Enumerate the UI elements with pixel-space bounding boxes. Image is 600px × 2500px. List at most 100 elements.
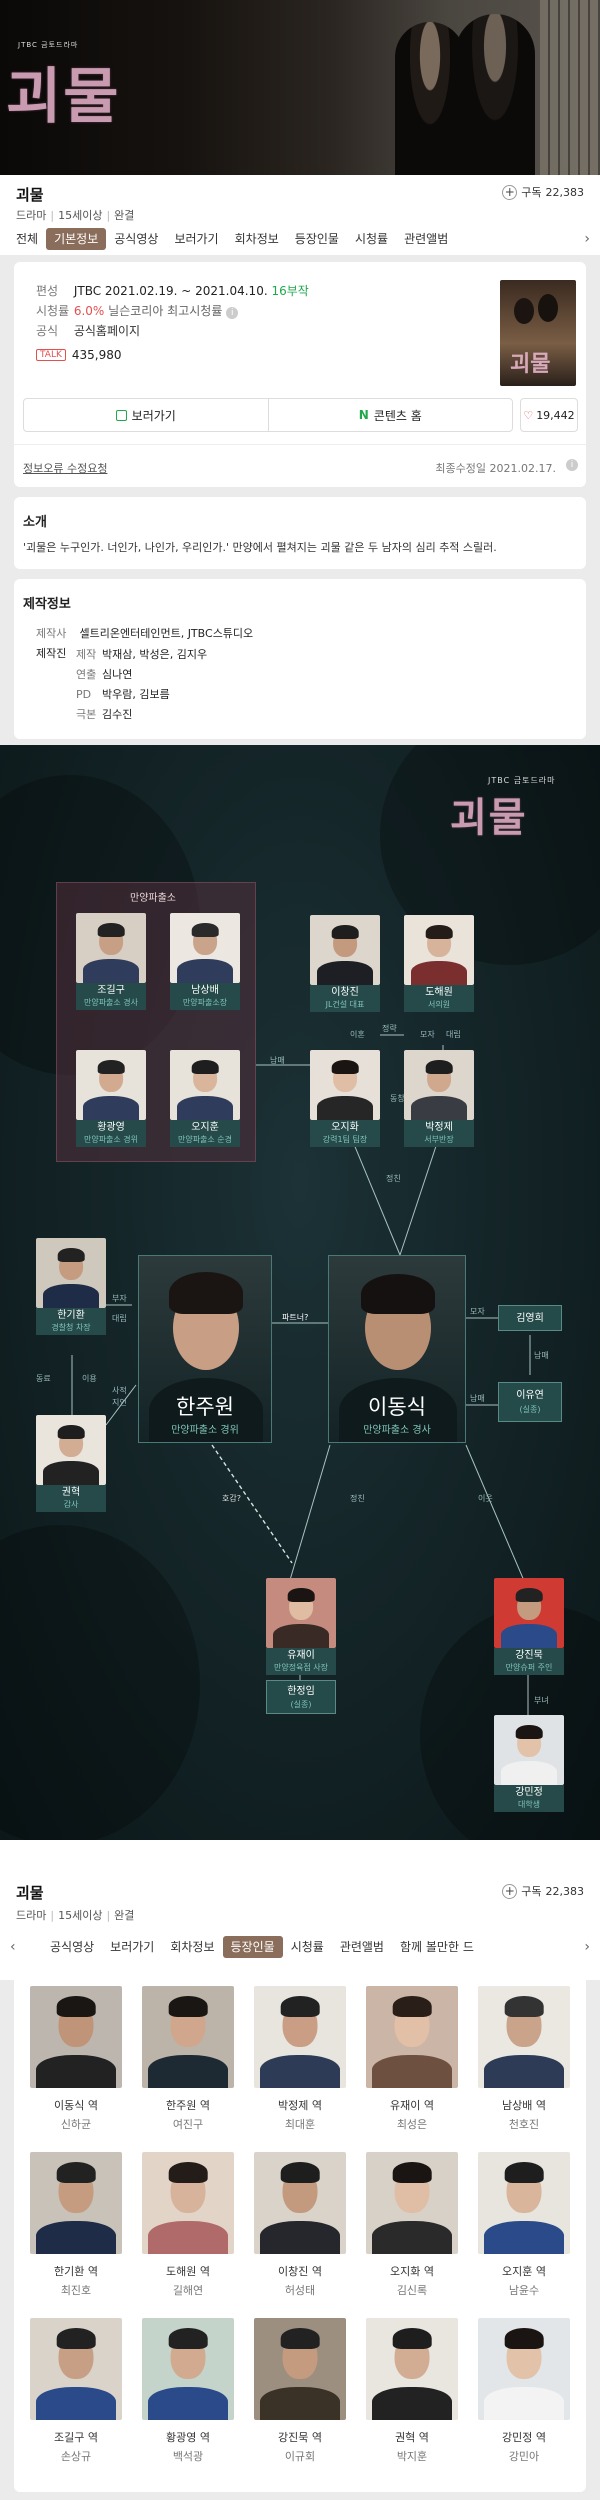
- broadcast-row: 편성 JTBC 2021.02.19. ~ 2021.04.10. 16부작: [36, 282, 309, 299]
- tab-basic-info[interactable]: 기본정보: [46, 228, 107, 250]
- lead-card-dongsik[interactable]: 이동식 만양파출소 경사: [328, 1255, 466, 1443]
- synopsis-heading: 소개: [23, 515, 47, 530]
- official-homepage-link[interactable]: 공식홈페이지: [73, 324, 141, 338]
- heart-icon: ♡: [523, 408, 534, 422]
- talk-count: 435,980: [71, 348, 122, 362]
- relation-label: 이웃: [478, 1494, 493, 1503]
- subscribe-button[interactable]: + 구독 22,383: [502, 1883, 584, 1899]
- tab-ratings[interactable]: 시청률: [290, 1940, 324, 1954]
- meta-category: 드라마: [16, 209, 47, 222]
- info-icon[interactable]: i: [226, 307, 239, 319]
- character-relationship-chart: JTBC 금토드라마 괴물 만양파출소 조길구 만양파출소 경: [0, 745, 600, 1840]
- actor-photo-right: [455, 14, 535, 175]
- tab-all[interactable]: 전체: [16, 232, 39, 246]
- character-card[interactable]: 강민정 대학생: [494, 1715, 564, 1812]
- character-card[interactable]: 박정제 서부반장: [404, 1050, 474, 1147]
- company-label: 제작사: [36, 627, 67, 640]
- character-card[interactable]: 조길구 만양파출소 경사: [76, 913, 146, 1010]
- relation-label: 대립: [112, 1314, 127, 1323]
- content-home-button[interactable]: N 콘텐츠 홈: [269, 399, 513, 431]
- correction-request-link[interactable]: 정보오류 수정요청: [23, 462, 108, 475]
- tab-official-video[interactable]: 공식영상: [114, 232, 159, 246]
- drama-header-2: 괴물 드라마|15세이상|완결 + 구독 22,383 ‹ 공식영상 보러가기 …: [0, 1840, 600, 1980]
- company-value: 셀트리온엔터테인먼트, JTBC스튜디오: [79, 627, 254, 640]
- relation-label: 정친: [350, 1494, 365, 1503]
- subscribe-label: 구독: [521, 186, 542, 199]
- lead-card-juwon[interactable]: 한주원 만양파출소 경위: [138, 1255, 272, 1443]
- watch-button[interactable]: 보러가기: [24, 399, 269, 431]
- character-tag[interactable]: 이유연 (실종): [498, 1382, 562, 1422]
- character-card[interactable]: 강진묵 만양슈퍼 주인: [494, 1578, 564, 1675]
- info-icon[interactable]: i: [566, 459, 578, 471]
- relation-label: 정략: [382, 1024, 397, 1033]
- tab-bar: ‹ 공식영상 보러가기 회차정보 등장인물 시청률 관련앨범 함께 볼만한 드 …: [0, 1933, 600, 1961]
- plus-icon: +: [502, 184, 518, 200]
- tab-characters[interactable]: 등장인물: [222, 1936, 283, 1958]
- actor-photo-left: [395, 22, 465, 175]
- character-card[interactable]: 남상배 만양파출소장: [170, 913, 240, 1010]
- relation-label: 남매: [270, 1056, 285, 1065]
- character-card[interactable]: 권혁 감사: [36, 1415, 106, 1512]
- official-row: 공식 공식홈페이지: [36, 322, 140, 339]
- tab-official-video[interactable]: 공식영상: [50, 1940, 95, 1954]
- tab-watch[interactable]: 보러가기: [174, 232, 219, 246]
- talk-row[interactable]: TALK 435,980: [36, 348, 122, 362]
- character-card[interactable]: 황광영 만양파출소 경위: [76, 1050, 146, 1147]
- character-tag[interactable]: 한정임 (실종): [266, 1680, 336, 1714]
- relation-label: 정친: [386, 1174, 401, 1183]
- character-card[interactable]: 오지훈 만양파출소 순경: [170, 1050, 240, 1147]
- tab-episodes[interactable]: 회차정보: [234, 232, 279, 246]
- character-tag[interactable]: 김영희: [498, 1305, 562, 1331]
- relation-label: 모자: [470, 1307, 485, 1316]
- chevron-left-icon[interactable]: ‹: [10, 1939, 16, 1955]
- chevron-right-icon[interactable]: ›: [584, 231, 590, 247]
- tab-recommended[interactable]: 함께 볼만한 드: [399, 1940, 474, 1954]
- rating-row: 시청률 6.0% 닐슨코리아 최고시청률 i: [36, 302, 239, 319]
- company-row: 제작사 셀트리온엔터테인먼트, JTBC스튜디오: [36, 625, 253, 641]
- tab-episodes[interactable]: 회차정보: [170, 1940, 215, 1954]
- character-card[interactable]: 이창진 JL건설 대표: [310, 915, 380, 1012]
- watch-button-label: 보러가기: [131, 408, 176, 423]
- relation-label: 부자: [112, 1294, 127, 1303]
- chart-channel-logo: JTBC 금토드라마: [488, 776, 556, 785]
- relation-label: 동료: [36, 1374, 51, 1383]
- character-card[interactable]: 한기환 경찰청 차장: [36, 1238, 106, 1335]
- chart-drama-logo: 괴물: [450, 795, 528, 841]
- relation-label: 지인: [112, 1398, 127, 1407]
- relation-label: 남매: [470, 1394, 485, 1403]
- line-juwon-yujaei: [211, 1444, 293, 1564]
- tab-bar: 전체 기본정보 공식영상 보러가기 회차정보 등장인물 시청률 관련앨범 ›: [0, 225, 600, 253]
- relation-label: 모자: [420, 1030, 435, 1039]
- chevron-right-icon[interactable]: ›: [584, 1939, 590, 1955]
- tab-albums[interactable]: 관련앨범: [339, 1940, 384, 1954]
- tab-watch[interactable]: 보러가기: [110, 1940, 155, 1954]
- tab-ratings[interactable]: 시청률: [354, 232, 389, 246]
- tab-characters[interactable]: 등장인물: [294, 232, 339, 246]
- subscribe-button[interactable]: + 구독 22,383: [502, 184, 584, 200]
- character-card[interactable]: 도해원 서의원: [404, 915, 474, 1012]
- poster-thumbnail[interactable]: 괴물: [500, 280, 576, 386]
- police-box-title: 만양파출소: [130, 893, 176, 904]
- tab-albums[interactable]: 관련앨범: [404, 232, 449, 246]
- like-button[interactable]: ♡ 19,442: [520, 398, 578, 432]
- like-count: 19,442: [536, 408, 575, 422]
- character-card[interactable]: 유재이 만양정육점 사장: [266, 1578, 336, 1675]
- character-card[interactable]: 오지화 강력1팀 팀장: [310, 1050, 380, 1147]
